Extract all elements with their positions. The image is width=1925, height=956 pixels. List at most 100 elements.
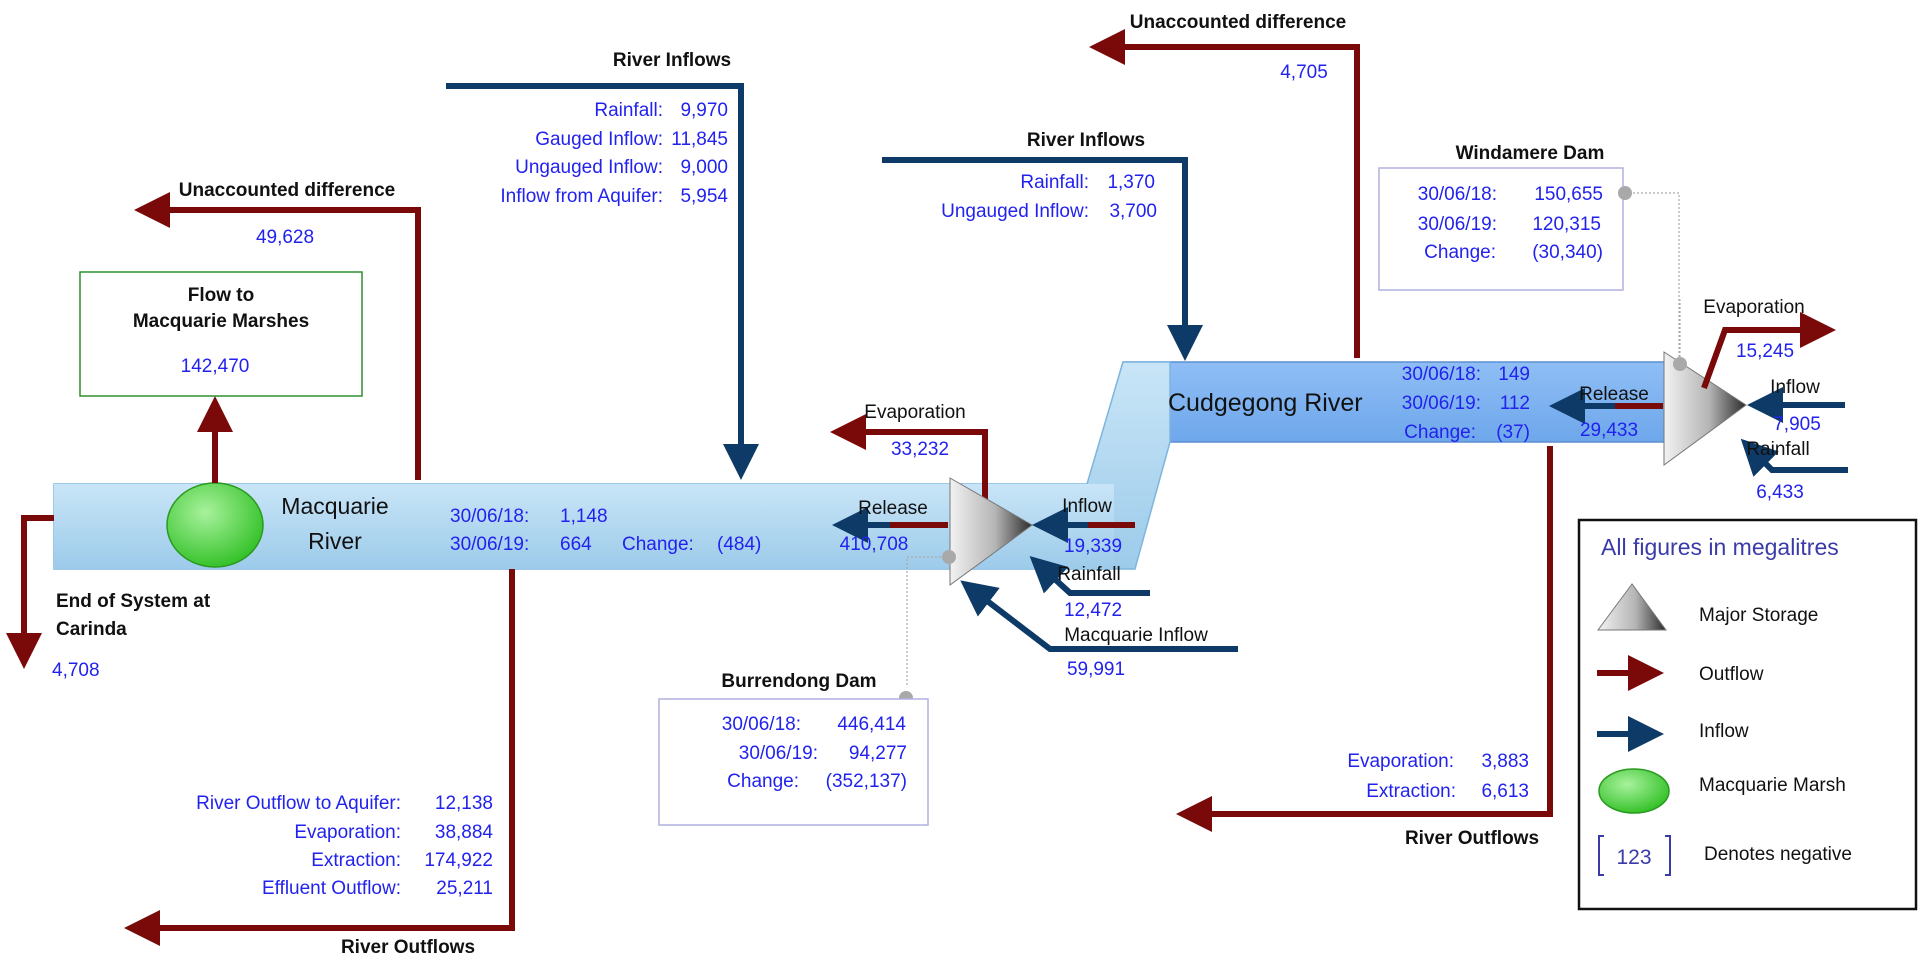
windamere-value-1: 150,655 xyxy=(1534,184,1603,205)
macquarie-inflow-label-4: Inflow from Aquifer: xyxy=(500,186,663,207)
burrendong-info-box xyxy=(658,698,929,826)
burrendong-macquarie-inflow-value: 59,991 xyxy=(1067,659,1125,680)
windamere-rainfall-arrow xyxy=(1740,438,1848,477)
macquarie-outflow-value-2: 38,884 xyxy=(435,822,494,843)
marshes-value: 142,470 xyxy=(181,356,250,377)
marshes-box xyxy=(79,271,363,397)
burrendong-release-label: Release xyxy=(858,498,928,519)
macquarie-inflow-label-2: Gauged Inflow: xyxy=(535,129,663,150)
legend-negative-label: Denotes negative xyxy=(1704,844,1852,865)
windamere-label-1: 30/06/18: xyxy=(1418,184,1497,205)
macquarie-inflow-value-3: 9,000 xyxy=(680,157,728,178)
burrendong-rainfall-value: 12,472 xyxy=(1064,600,1122,621)
macquarie-inflow-value-2: 11,845 xyxy=(671,129,728,150)
macquarie-outflows-arrow xyxy=(124,569,515,946)
macquarie-outflow-label-3: Extraction: xyxy=(311,850,401,871)
cudgegong-outflows-arrow xyxy=(1176,446,1553,832)
cudgegong-inflow-value-2: 3,700 xyxy=(1109,201,1157,222)
macquarie-outflow-value-4: 25,211 xyxy=(436,878,493,899)
legend-box xyxy=(1577,518,1918,911)
macquarie-storage-label-1: 30/06/18: xyxy=(450,506,529,527)
windamere-evaporation-arrow xyxy=(1701,312,1836,390)
burrendong-label-1: 30/06/18: xyxy=(722,714,801,735)
windamere-dam-marker xyxy=(1673,357,1687,371)
burrendong-inflow-label: Inflow xyxy=(1062,496,1112,517)
cudgegong-storage-label-2: 30/06/19: xyxy=(1402,393,1481,414)
macquarie-inflow-value-4: 5,954 xyxy=(680,186,728,207)
cudgegong-inflow-label-1: Rainfall: xyxy=(1020,172,1089,193)
burrendong-value-1: 446,414 xyxy=(837,714,906,735)
cudgegong-inflow-label-2: Ungauged Inflow: xyxy=(941,201,1089,222)
windamere-evaporation-label: Evaporation xyxy=(1703,297,1804,318)
legend-negative-bracket-right xyxy=(1665,835,1671,876)
macquarie-unaccounted-arrow xyxy=(134,192,421,480)
legend-storage-label: Major Storage xyxy=(1699,605,1818,626)
macquarie-inflows-title: River Inflows xyxy=(613,50,731,71)
cudgegong-storage-label-1: 30/06/18: xyxy=(1402,364,1481,385)
cudgegong-outflows-title: River Outflows xyxy=(1405,828,1539,849)
macquarie-inflow-label-1: Rainfall: xyxy=(594,100,663,121)
burrendong-inflow-value: 19,339 xyxy=(1064,536,1122,557)
legend-inflow-label: Inflow xyxy=(1699,721,1749,742)
cudgegong-storage-value-1: 149 xyxy=(1498,364,1530,385)
macquarie-outflow-label-2: Evaporation: xyxy=(294,822,401,843)
cudgegong-outflow-label-1: Evaporation: xyxy=(1347,751,1454,772)
macquarie-unaccounted-value: 49,628 xyxy=(256,227,314,248)
windamere-leader-line-2 xyxy=(1679,299,1681,365)
windamere-title: Windamere Dam xyxy=(1456,143,1605,164)
burrendong-rainfall-arrow xyxy=(1029,555,1150,596)
cudgegong-inflow-value-1: 1,370 xyxy=(1107,172,1155,193)
cudgegong-inflows-arrow xyxy=(882,157,1203,361)
cudgegong-river-name: Cudgegong River xyxy=(1168,389,1363,417)
burrendong-value-2: 94,277 xyxy=(849,743,907,764)
burrendong-title: Burrendong Dam xyxy=(721,671,876,692)
macquarie-outflow-label-4: Effluent Outflow: xyxy=(262,878,401,899)
burrendong-label-3: Change: xyxy=(727,771,799,792)
macquarie-storage-label-2: 30/06/19: xyxy=(450,534,529,555)
macquarie-unaccounted-title: Unaccounted difference xyxy=(179,180,395,201)
macquarie-marsh xyxy=(166,482,264,568)
windamere-label-3: Change: xyxy=(1424,242,1496,263)
legend-marsh-label: Macquarie Marsh xyxy=(1699,775,1846,796)
burrendong-dam-triangle xyxy=(949,477,1033,586)
burrendong-rainfall-label: Rainfall xyxy=(1057,564,1120,585)
cudgegong-outflow-value-1: 3,883 xyxy=(1481,751,1529,772)
cudgegong-unaccounted-title: Unaccounted difference xyxy=(1130,12,1346,33)
windamere-rainfall-value: 6,433 xyxy=(1756,482,1804,503)
macquarie-outflows-title: River Outflows xyxy=(341,937,475,956)
burrendong-value-3: (352,137) xyxy=(826,771,907,792)
macquarie-change-value: (484) xyxy=(717,534,761,555)
burrendong-macquarie-inflow-label: Macquarie Inflow xyxy=(1064,625,1208,646)
windamere-leader-line xyxy=(1625,192,1680,365)
end-of-system-label: End of System at xyxy=(56,591,211,612)
legend-outflow-label: Outflow xyxy=(1699,664,1764,685)
windamere-inflow-label: Inflow xyxy=(1770,377,1820,398)
marshes-title-2: Macquarie Marshes xyxy=(133,311,309,332)
legend-storage-icon xyxy=(1597,583,1667,631)
cudgegong-inflows-title: River Inflows xyxy=(1027,130,1145,151)
windamere-release-label: Release xyxy=(1579,384,1649,405)
cudgegong-change-label: Change: xyxy=(1404,422,1476,443)
macquarie-river-name-2: River xyxy=(308,528,362,554)
windamere-value-2: 120,315 xyxy=(1532,214,1601,235)
legend-title: All figures in megalitres xyxy=(1601,534,1839,560)
cudgegong-unaccounted-arrow xyxy=(1089,29,1360,358)
burrendong-macquarie-inflow-arrow xyxy=(960,580,1238,652)
windamere-label-2: 30/06/19: xyxy=(1418,214,1497,235)
legend-negative-sample: 123 xyxy=(1616,846,1651,869)
macquarie-river-name: Macquarie xyxy=(281,493,388,519)
end-of-system-label-2: Carinda xyxy=(56,619,127,640)
burrendong-evaporation-arrow xyxy=(830,414,988,527)
marshes-title: Flow to xyxy=(188,285,254,306)
cudgegong-storage-value-2: 112 xyxy=(1500,393,1530,414)
macquarie-change-label: Change: xyxy=(622,534,694,555)
burrendong-label-2: 30/06/19: xyxy=(739,743,818,764)
windamere-evaporation-value: 15,245 xyxy=(1736,341,1794,362)
windamere-info-box xyxy=(1378,167,1624,291)
macquarie-storage-value-2: 664 xyxy=(560,534,592,555)
burrendong-release-value: 410,708 xyxy=(840,534,909,555)
macquarie-inflows-arrow xyxy=(446,83,759,480)
windamere-rainfall-label: Rainfall xyxy=(1746,439,1809,460)
macquarie-outflow-value-1: 12,138 xyxy=(435,793,493,814)
